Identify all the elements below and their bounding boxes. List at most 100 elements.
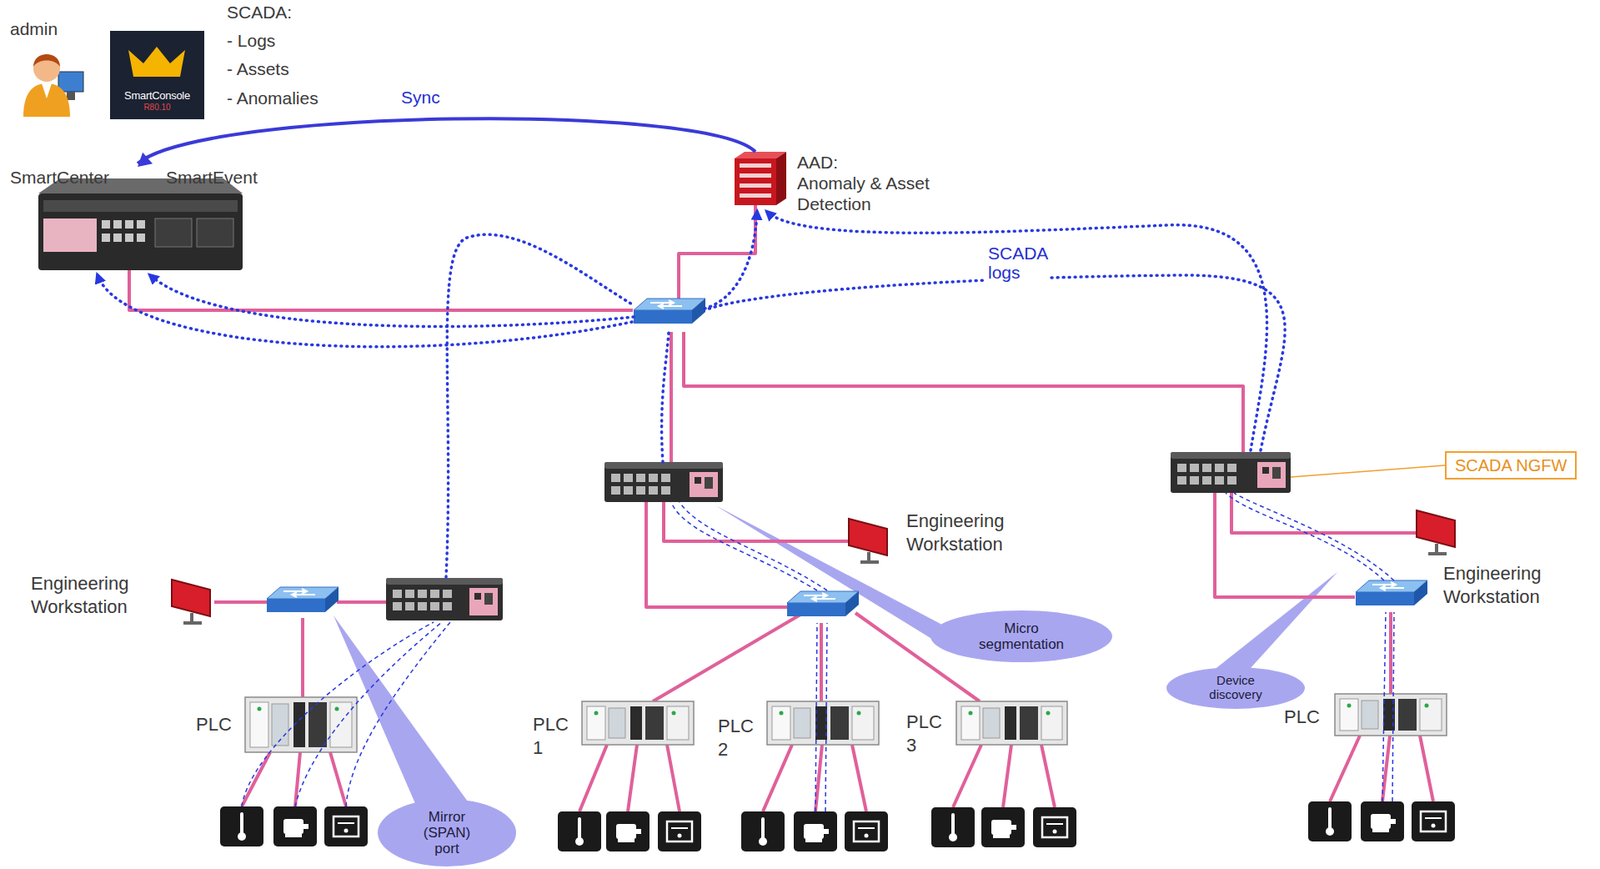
traffic-line [825, 622, 828, 812]
gateway-port [623, 486, 633, 495]
motor-symbol [1011, 824, 1017, 830]
admin-body [23, 83, 71, 117]
gateway-port [636, 473, 646, 482]
log-flow [767, 211, 1268, 451]
gateway-led [704, 476, 713, 489]
gateway-port [661, 473, 671, 482]
gateway-port [405, 589, 415, 598]
node-title: Mirror (SPAN) port [423, 808, 471, 857]
plc-module [1361, 700, 1379, 729]
node-text: SmartEvent [165, 166, 258, 188]
gateway-appliance [1170, 451, 1291, 493]
node-text: R80.10 [143, 102, 171, 112]
ethernet-wire [1389, 611, 1393, 694]
sensor-body [324, 806, 368, 847]
meter-symbol [667, 821, 693, 842]
field-wire [1329, 735, 1360, 802]
motor-symbol [283, 818, 304, 834]
workstation-monitor [848, 518, 888, 562]
plc-label: PLC [195, 712, 232, 737]
aad-side [776, 151, 787, 206]
leader-line [1290, 465, 1445, 477]
ethernet-wire [652, 614, 801, 702]
monitor-stand [867, 551, 871, 561]
plc-rack [581, 701, 694, 745]
plc-module [1339, 698, 1359, 731]
gateway-port [661, 486, 671, 495]
log-flow [446, 234, 634, 577]
motor-symbol [617, 838, 635, 843]
traffic-line [1392, 611, 1395, 802]
node-title: AAD: [797, 151, 966, 173]
feature-item: - Logs [226, 30, 276, 51]
thermometer-symbol [575, 837, 584, 846]
scada-log-flows [97, 211, 1285, 577]
traffic-line [815, 622, 818, 812]
server-port [113, 220, 122, 229]
plc-module [830, 706, 849, 740]
server-port [125, 233, 134, 242]
aad-slot [739, 163, 772, 168]
mirrored-traffic [241, 492, 1395, 812]
thermometer-symbol [1328, 808, 1332, 829]
plc-led [1347, 703, 1352, 708]
ethernet-wire [1231, 492, 1419, 533]
field-wire [579, 744, 607, 812]
gateway-port [623, 473, 633, 482]
server-panel [43, 218, 97, 252]
workstation-monitor [1416, 510, 1455, 554]
log-flow [97, 275, 632, 347]
thermometer-symbol [577, 818, 582, 839]
gateway-port [1227, 463, 1237, 472]
monitor-stand [190, 612, 194, 622]
log-flow [704, 211, 758, 309]
server-bezel [43, 200, 238, 212]
gateway-port [1189, 476, 1199, 485]
traffic-line [1233, 492, 1395, 581]
plc-module [630, 706, 643, 740]
gateway-panel [1257, 461, 1286, 488]
field-wire [667, 744, 680, 812]
workstation-label: Engineering Workstation [906, 509, 1004, 556]
feature-item: - Anomalies [226, 87, 319, 109]
plc-module [1004, 706, 1017, 740]
motor-symbol [636, 828, 642, 834]
plc-body [956, 701, 1068, 745]
plc-rack [1334, 693, 1447, 736]
gateway-appliance [604, 461, 723, 502]
callout-tail [1204, 571, 1338, 678]
traffic-line [241, 621, 434, 807]
ethernet-wires [129, 205, 1419, 702]
network-switch [787, 591, 859, 617]
switch-side [325, 586, 339, 612]
plc-body [581, 701, 694, 745]
plc-label: PLC 1 [532, 712, 569, 759]
node-title: SmartConsole [124, 89, 191, 102]
node-title: Engineering Workstation [1443, 561, 1541, 608]
gateway-port [392, 601, 402, 611]
admin-icon [23, 54, 84, 117]
gateway-body [386, 577, 503, 621]
plc-module [983, 707, 1000, 738]
motor-symbol [805, 838, 823, 843]
meter-symbol [1053, 829, 1058, 834]
plc-label: PLC [1284, 705, 1320, 729]
thermometer-symbol [240, 813, 244, 834]
gateway-port [417, 589, 427, 598]
plc-module [330, 702, 352, 748]
node-title: PLC [1284, 705, 1320, 729]
motor-symbol [823, 828, 829, 834]
meter-symbol [864, 833, 869, 838]
switch-front [266, 598, 326, 612]
plc-module [608, 707, 626, 738]
plc-body [245, 697, 357, 753]
node-title: PLC 3 [906, 710, 943, 757]
thermometer-symbol [951, 814, 955, 835]
gateway-panel [689, 471, 718, 497]
node-title: Device discovery [1208, 673, 1262, 703]
logo-crown [128, 46, 186, 77]
meter-symbol [1424, 817, 1442, 819]
plc-module [772, 706, 791, 740]
